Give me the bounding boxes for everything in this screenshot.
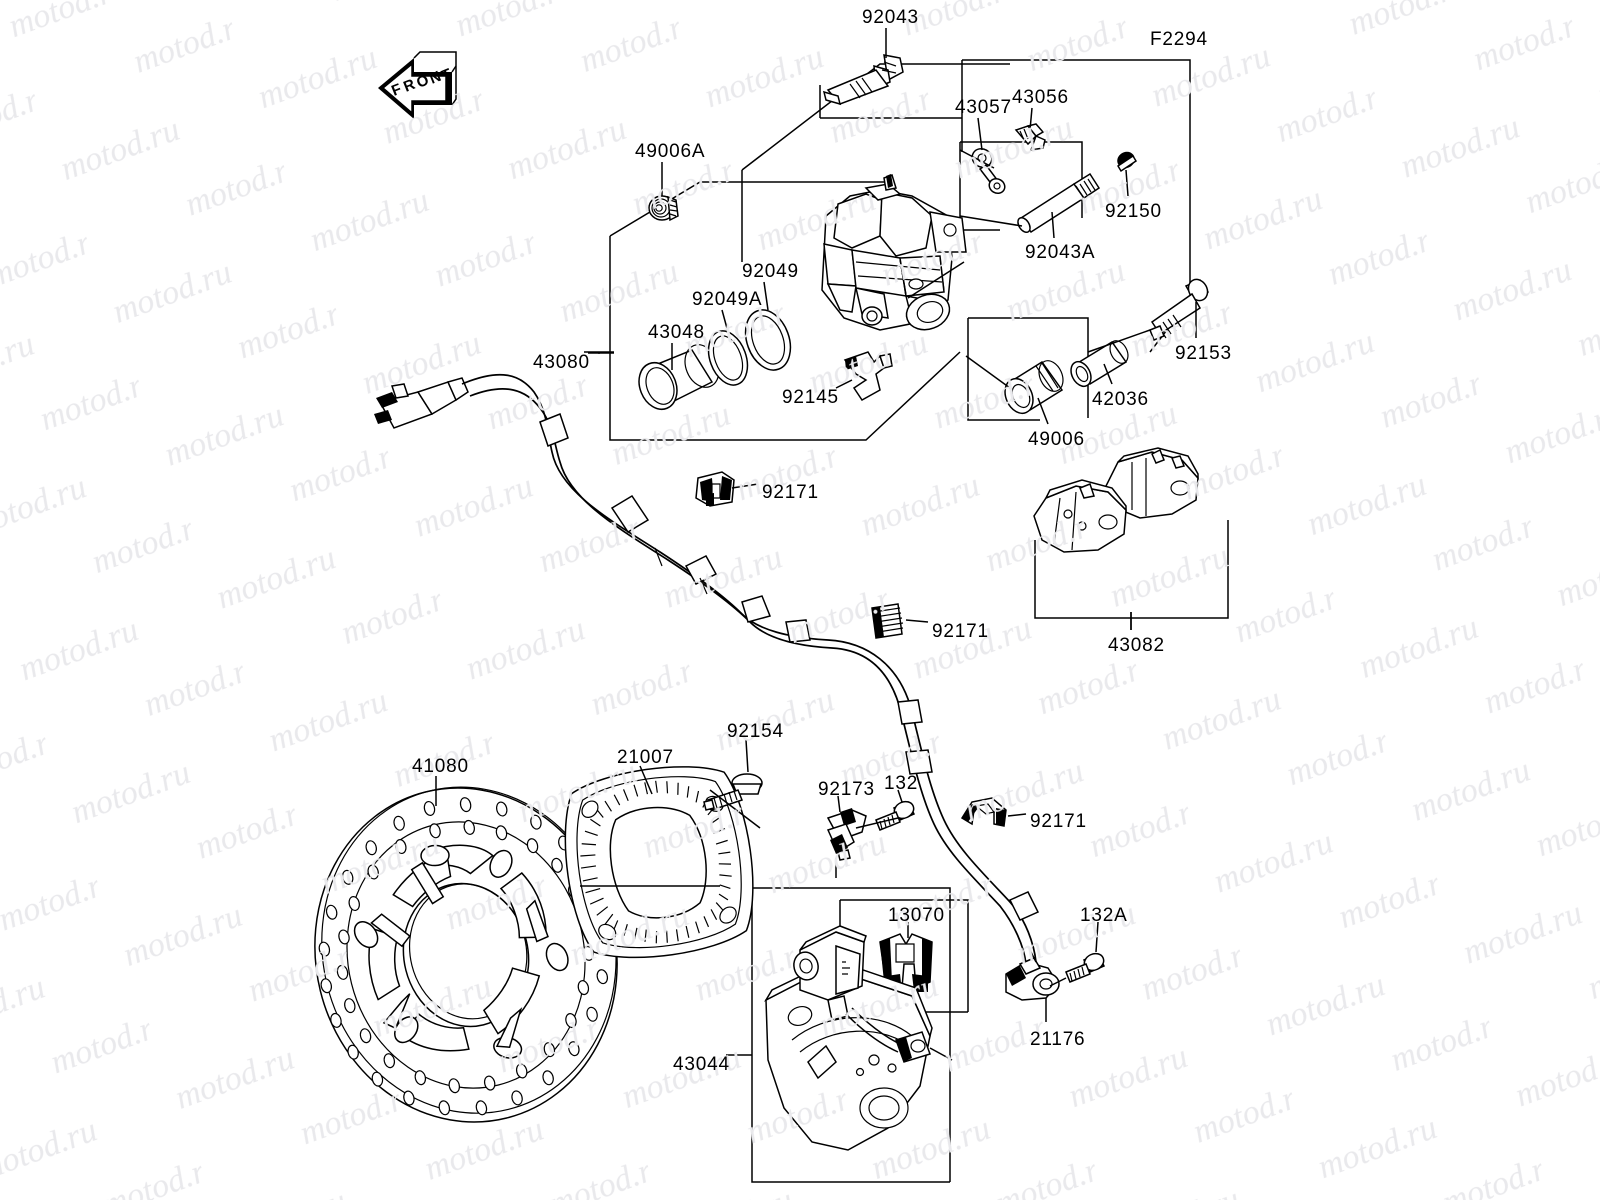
part-label-sleeve: 42036 [1092, 389, 1149, 410]
part-caliper-body [821, 174, 967, 331]
part-label-clamp-middle: 92171 [932, 621, 989, 642]
part-label-bolt-92153: 92153 [1175, 343, 1232, 364]
part-label-pad-guide: 13070 [888, 905, 945, 926]
part-92171-clamp-middle [871, 603, 904, 639]
part-label-diagram-code: F2294 [1150, 29, 1208, 50]
part-label-caliper-mount-bolt: 92043 [862, 7, 919, 28]
part-label-slide-pin: 92043A [1025, 242, 1096, 263]
part-label-dust-seal: 49006 [1028, 429, 1085, 450]
part-21007-sensor-rotor [564, 766, 754, 959]
part-92153-bolt [1149, 278, 1210, 341]
part-49006A-dust-seal [648, 195, 679, 222]
part-label-bolt-132: 132 [884, 773, 919, 794]
part-43057-bleed-cap [971, 147, 1006, 195]
front-arrow-marker: F R O N T [378, 51, 457, 119]
part-label-brake-hose: 43080 [533, 352, 590, 373]
part-label-bleed-valve: 43056 [1012, 87, 1069, 108]
part-21176-abs-sensor [1005, 949, 1060, 1001]
part-label-bleed-cap: 43057 [955, 97, 1012, 118]
part-label-bolt-92150: 92150 [1105, 201, 1162, 222]
part-label-oil-seal: 92049 [742, 261, 799, 282]
part-92145-pad-spring [843, 351, 893, 401]
part-92043-bolt [822, 54, 904, 106]
part-label-brake-pad-set: 43082 [1108, 635, 1165, 656]
part-43082-brake-pads [1033, 447, 1199, 553]
part-label-clamp-92173: 92173 [818, 779, 875, 800]
part-label-dust-seal-a: 49006A [635, 141, 706, 162]
part-label-dust-seal-ring: 92049A [692, 289, 763, 310]
part-label-caliper-bracket: 43044 [673, 1054, 730, 1075]
part-label-bolt-132a: 132A [1080, 905, 1128, 926]
part-label-brake-disc: 41080 [412, 756, 469, 777]
part-132A-bolt [1065, 952, 1106, 983]
part-label-abs-sensor: 21176 [1030, 1029, 1086, 1050]
part-92043A-slide-pin [1017, 172, 1101, 234]
part-label-clamp-lower: 92171 [1030, 811, 1087, 832]
part-label-sensor-rotor: 21007 [617, 747, 674, 768]
part-label-sensor-rotor-bolt: 92154 [727, 721, 784, 742]
part-132-bolt [875, 800, 916, 831]
part-92171-clamp-upper [695, 471, 735, 507]
part-label-pad-spring: 92145 [782, 387, 839, 408]
part-label-piston: 43048 [648, 322, 705, 343]
part-92171-clamp-lower [960, 797, 1007, 827]
part-label-clamp-upper: 92171 [762, 482, 819, 503]
part-42036-sleeve [1070, 340, 1129, 388]
part-92173-clamp [826, 808, 867, 861]
part-92150-bolt [1116, 151, 1138, 173]
